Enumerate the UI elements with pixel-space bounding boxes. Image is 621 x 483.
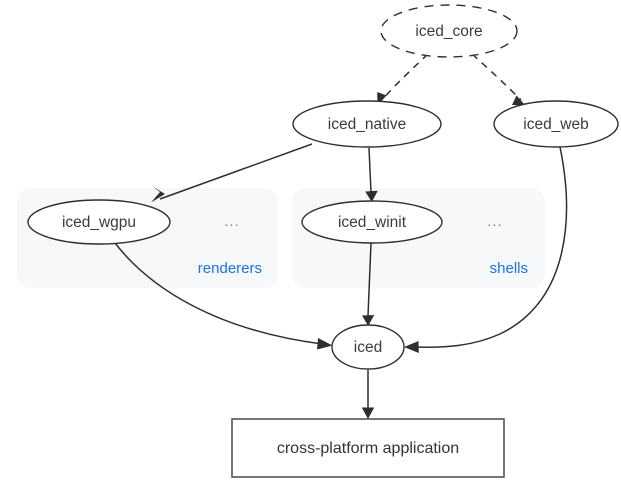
cluster-shells-label: shells [490, 260, 528, 277]
edge-path [368, 147, 372, 193]
node-iced[interactable]: iced [331, 324, 405, 370]
arrow-head [365, 190, 378, 202]
edge-path [414, 146, 568, 348]
node-iced-wgpu-shape[interactable] [27, 199, 171, 245]
edge-iced-core-to-iced-native [377, 53, 429, 106]
arrow-head [404, 341, 419, 353]
edge-iced-web-to-iced [404, 146, 568, 353]
edge-iced-wgpu-to-iced [114, 242, 333, 350]
node-iced-winit[interactable]: iced_winit [301, 200, 443, 244]
node-application-label: cross-platform application [277, 440, 459, 457]
cluster-shells-ellipsis: ... [487, 213, 503, 230]
node-iced-web-label: iced_web [523, 116, 589, 133]
node-iced-wgpu-label: iced_wgpu [62, 214, 136, 231]
edge-iced-to-application [361, 370, 375, 419]
edge-path [159, 143, 313, 200]
node-iced-shape[interactable] [331, 324, 405, 370]
cluster-renderers-label: renderers [198, 260, 262, 277]
node-iced-winit-shape[interactable] [301, 200, 443, 244]
edge-iced-native-to-iced-winit [365, 147, 378, 202]
node-iced-web-shape[interactable] [493, 100, 619, 148]
node-iced-web[interactable]: iced_web [493, 100, 619, 148]
node-iced-winit-label: iced_winit [338, 214, 407, 231]
edge-path [367, 242, 372, 317]
node-iced-label: iced [354, 339, 382, 356]
node-iced-core-label: iced_core [415, 23, 482, 40]
edge-iced-core-to-iced-web [471, 53, 526, 106]
node-iced-native-shape[interactable] [292, 100, 442, 148]
edge-iced-winit-to-iced [362, 242, 375, 326]
node-application-shape[interactable] [231, 418, 505, 478]
edge-path [471, 53, 522, 101]
node-iced-native[interactable]: iced_native [292, 100, 442, 148]
arrow-head [361, 407, 375, 419]
node-iced-core[interactable]: iced_core [380, 4, 518, 58]
edge-iced-native-to-iced-wgpu [151, 143, 313, 203]
node-iced-native-label: iced_native [328, 116, 406, 133]
edge-path [381, 53, 429, 101]
edge-path [114, 242, 323, 345]
arrow-head [151, 186, 165, 203]
arrow-head [362, 315, 375, 326]
arrow-head [317, 338, 333, 350]
node-application[interactable]: cross-platform application [231, 418, 505, 478]
cluster-renderers-ellipsis: ... [224, 213, 240, 230]
node-iced-wgpu[interactable]: iced_wgpu [27, 199, 171, 245]
arrow-head [512, 95, 526, 106]
node-iced-core-shape[interactable] [380, 4, 518, 58]
